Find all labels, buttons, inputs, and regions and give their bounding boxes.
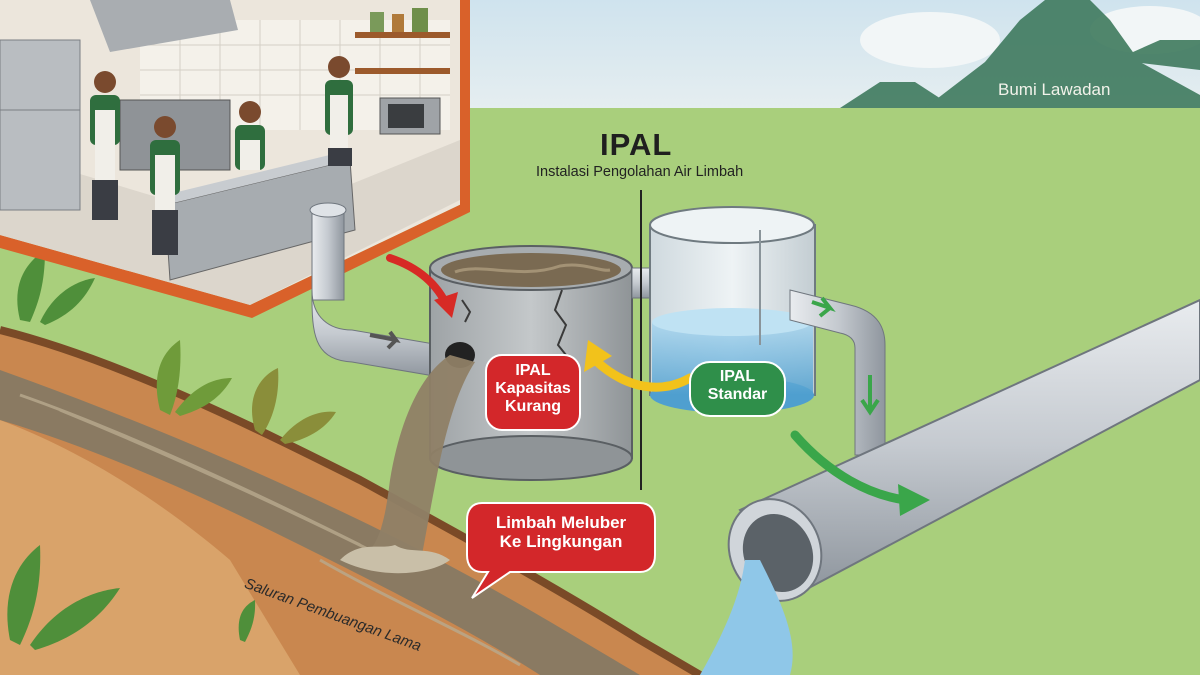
tank-insufficient-label: IPAL Kapasitas Kurang: [495, 362, 571, 415]
diagram-title: IPAL: [600, 127, 673, 162]
tank-standard-label: IPAL Standar: [707, 368, 768, 403]
joglo-silhouette: [840, 0, 1200, 110]
soil-edge: [0, 326, 703, 675]
old-drain-channel: [0, 370, 640, 675]
label-bubble-red-tank: [485, 354, 581, 431]
plants: [7, 250, 336, 650]
outlet-pipe: [789, 289, 886, 456]
diagram-subtitle: Instalasi Pengolahan Air Limbah: [536, 164, 744, 180]
crack-icon: [461, 289, 571, 361]
yellow-arrow-icon: [590, 355, 695, 392]
overflow-label: Limbah Meluber Ke Lingkungan: [495, 513, 627, 552]
kitchen-cutaway: [0, 0, 470, 318]
cloud: [860, 12, 1000, 68]
overflow-stream: [360, 355, 475, 565]
yellow-arrow-head: [584, 340, 612, 372]
splash: [340, 545, 450, 574]
dirty-water-ripples: [19, 393, 521, 667]
background-location-label: Bumi Lawadan: [998, 80, 1111, 99]
green-arrow-head: [898, 484, 930, 516]
red-arrow-head: [434, 292, 458, 318]
label-bubble-green-tank: [689, 361, 786, 417]
green-arrow-icon: [790, 430, 910, 505]
label-bubble-overflow: [466, 502, 656, 599]
main-sewer-pipe: [700, 298, 1200, 675]
inlet-pipe: [309, 202, 441, 378]
